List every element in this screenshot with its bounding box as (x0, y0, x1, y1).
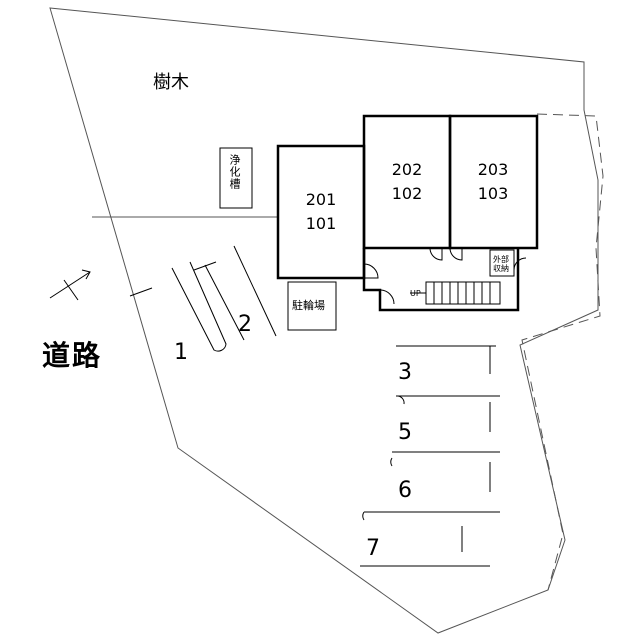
bicycle-parking-label: 駐輪場 (292, 299, 325, 312)
door-swing-entry (379, 289, 395, 305)
bicycle-parking-box (287, 281, 337, 331)
parking-space-6: 6 (398, 478, 412, 503)
septic-tank-label: 浄化槽 (228, 154, 241, 190)
unit-201-label: 201 (305, 190, 337, 209)
stairs (425, 281, 501, 305)
door-swing-a (363, 263, 379, 279)
parking-line-6 (362, 511, 500, 552)
parking-line-5 (390, 451, 500, 492)
entrance-outline (362, 248, 520, 312)
trees-label: 樹木 (153, 72, 189, 93)
unit-102-label: 102 (391, 184, 423, 203)
parking-line-2 (233, 245, 277, 337)
parking-space-7: 7 (366, 536, 380, 561)
stair-treads (433, 282, 491, 304)
parking-space-2: 2 (238, 312, 252, 337)
unit-103-label: 103 (477, 184, 509, 203)
parking-line-3 (396, 345, 496, 374)
parking-space-5: 5 (398, 420, 412, 445)
north-arrow-icon (49, 269, 91, 301)
road-label: 道路 (42, 339, 103, 372)
outdoor-storage-box (489, 249, 515, 277)
stair-up-label: UP (410, 289, 421, 298)
unit-203-label: 203 (477, 160, 509, 179)
door-swing-c (449, 247, 463, 261)
dashed-boundary (521, 113, 604, 591)
parking-line-1b (204, 264, 245, 341)
outdoor-storage-label-2: 収納 (493, 264, 509, 273)
site-boundary (49, 7, 599, 634)
unit-101-label: 101 (305, 214, 337, 233)
outdoor-storage-label-1: 外部 (493, 255, 509, 264)
parking-line-1a (171, 261, 227, 352)
unit-c-outline (448, 114, 539, 250)
septic-tank-box (219, 147, 253, 209)
unit-202-label: 202 (391, 160, 423, 179)
door-swing-b (429, 247, 443, 261)
parking-space-3: 3 (398, 360, 412, 385)
parking-space-1: 1 (174, 340, 188, 365)
parking-line-4 (396, 395, 500, 432)
